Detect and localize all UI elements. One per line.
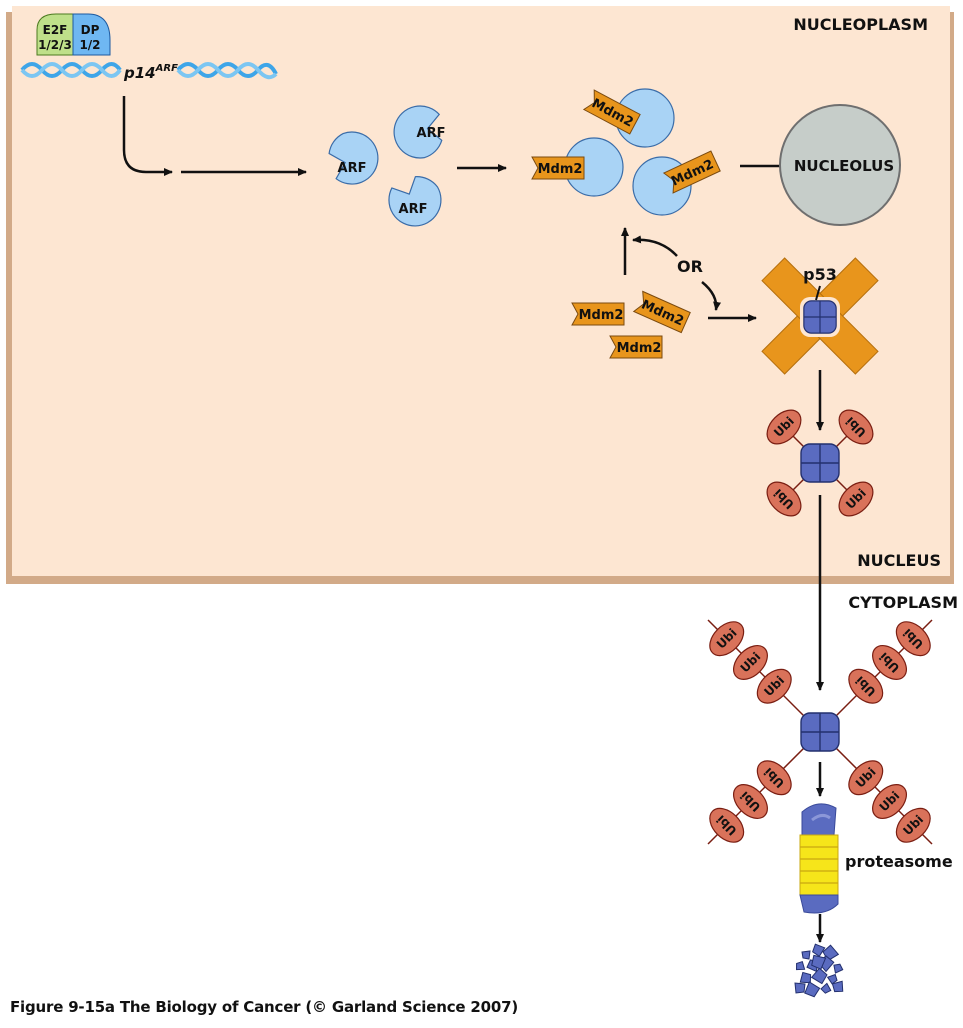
e2f-subtype-label: 1/2/3 (38, 38, 72, 52)
arf-label-1: ARF (338, 161, 367, 176)
figure-caption: Figure 9-15a The Biology of Cancer (© Ga… (10, 998, 518, 1016)
dp-subtype-label: 1/2 (79, 38, 100, 52)
ubi-chain-tag: Ubi (733, 784, 768, 819)
peptide-fragment (794, 982, 806, 994)
free-mdm2-label-3: Mdm2 (617, 341, 662, 356)
ubi-chain-tag: Ubi (895, 807, 931, 843)
nucleolus (779, 104, 901, 226)
peptide-fragment (833, 963, 844, 974)
or-arrow-down (701, 281, 722, 311)
peptide-fragments (794, 943, 844, 998)
ubi-tag: Ubi (838, 409, 874, 445)
arf-mdm2-complex-2: Mdm2 (531, 137, 624, 197)
or-label: OR (677, 257, 703, 276)
peptide-fragment (812, 943, 826, 957)
peptide-fragment (799, 971, 812, 984)
gene-label: p14ARF (123, 63, 178, 82)
ubi-tag: Ubi (766, 409, 802, 445)
ubi-chain-tag: Ubi (872, 784, 907, 819)
proteasome (799, 803, 839, 914)
dna-helix-right (176, 62, 278, 80)
peptide-fragment (811, 954, 827, 970)
arf-mdm2-complex-3: Mdm2 (632, 150, 721, 216)
peptide-fragment (801, 950, 811, 960)
p53-label: p53 (803, 265, 837, 284)
p53-mdm2-complex (761, 257, 879, 375)
ubi-tag: Ubi (838, 481, 874, 517)
peptide-fragment (820, 982, 832, 994)
arf-label-3: ARF (399, 202, 428, 217)
peptide-fragment (826, 973, 838, 985)
peptide-fragment (796, 960, 806, 971)
transcription-arrow (122, 96, 173, 176)
or-arrow-up (632, 235, 678, 257)
proteasome-label: proteasome (845, 852, 953, 871)
mdm2-label-2: Mdm2 (538, 162, 583, 177)
ubi-chain-tag: Ubi (733, 645, 768, 680)
peptide-fragment (831, 980, 844, 993)
peptide-fragment (804, 981, 821, 998)
nucleolus-label: NUCLEOLUS (794, 157, 894, 175)
free-mdm2-label-1: Mdm2 (579, 308, 624, 323)
ubi-chain-tag: Ubi (895, 621, 931, 657)
dp-label: DP (81, 23, 100, 37)
nucleoplasm-label: NUCLEOPLASM (793, 15, 928, 34)
nucleus-label: NUCLEUS (857, 551, 941, 570)
e2f-label: E2F (43, 23, 68, 37)
cytoplasm-label: CYTOPLASM (848, 593, 958, 612)
ubi-chain-tag: Ubi (756, 760, 792, 796)
ubi-chain-tag: Ubi (872, 645, 907, 680)
ubi-chain-tag: Ubi (848, 760, 884, 796)
ubi-chain-tag: Ubi (709, 807, 745, 843)
ubi-chain-tag: Ubi (848, 668, 884, 704)
ubi-chain-tag: Ubi (709, 621, 745, 657)
e2f-dp-complex: E2F 1/2/3 DP 1/2 (36, 13, 111, 56)
arf-mdm2-complex-1: Mdm2 (583, 88, 675, 148)
ubi-tag: Ubi (766, 481, 802, 517)
dna-helix-left (20, 62, 122, 78)
arf-label-2: ARF (417, 126, 446, 141)
ubi-chain-tag: Ubi (756, 668, 792, 704)
